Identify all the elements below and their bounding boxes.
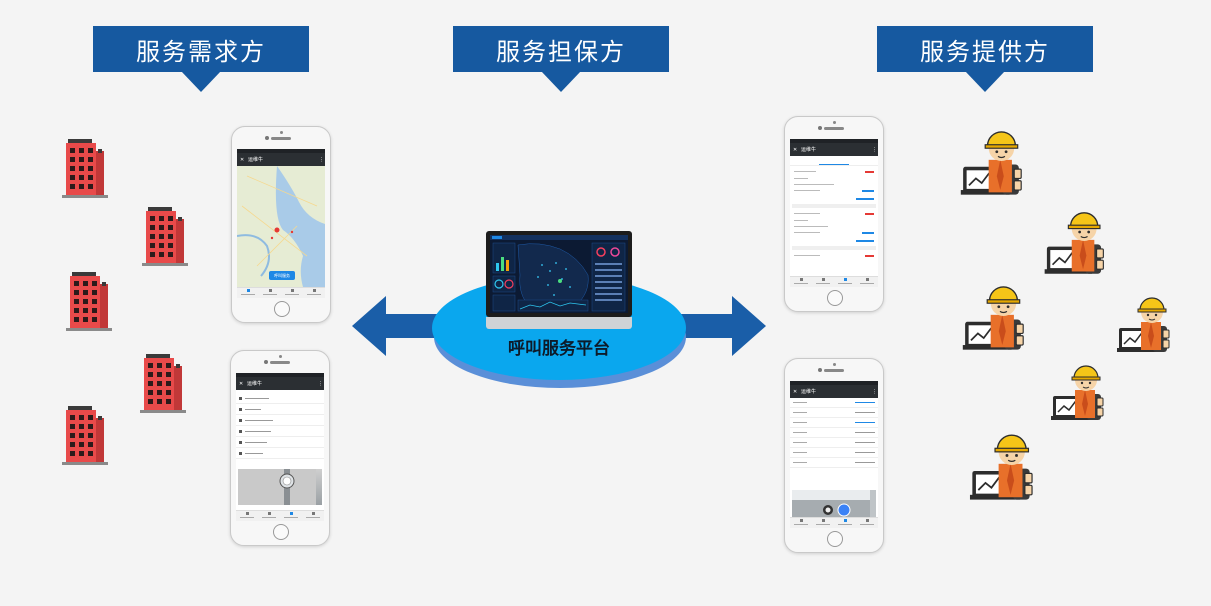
order-card[interactable] [792, 168, 876, 208]
engineer-icon [1116, 297, 1170, 353]
tab-home[interactable] [236, 511, 258, 521]
app-title: 运维牛 [247, 381, 263, 387]
app-title: 运维牛 [801, 147, 817, 153]
menu-item[interactable] [236, 393, 324, 404]
tab-orders[interactable] [280, 511, 302, 521]
detail-row [790, 398, 878, 408]
app-title: 运维牛 [801, 389, 817, 395]
tab-orders[interactable] [834, 277, 856, 287]
detail-row [790, 428, 878, 438]
bottom-tab-bar [790, 276, 878, 287]
detail-row [790, 458, 878, 468]
tab-profile[interactable] [303, 288, 325, 298]
phone-screen: ✕ 运维牛 ⋮ 呼叫服务 [237, 149, 325, 298]
home-button[interactable] [274, 301, 290, 317]
equipment-photo [238, 469, 322, 505]
more-icon[interactable]: ⋮ [872, 146, 877, 153]
building-icon [62, 406, 108, 465]
building-icon [142, 207, 188, 266]
engineer-icon [959, 131, 1023, 196]
provider-side-label: 服务提供方 [920, 37, 1050, 66]
engineer-icon [1050, 365, 1104, 421]
dashboard-monitor-icon [486, 231, 632, 331]
detail-row [790, 448, 878, 458]
menu-item[interactable] [236, 437, 324, 448]
menu-item[interactable] [236, 426, 324, 437]
order-card[interactable] [792, 210, 876, 250]
close-icon[interactable]: ✕ [793, 146, 798, 153]
detail-row [790, 438, 878, 448]
menu-item[interactable] [236, 415, 324, 426]
guarantee-side-banner: 服务担保方 [453, 26, 669, 92]
map-view[interactable] [237, 166, 325, 288]
order-tab[interactable] [819, 156, 849, 165]
building-icon [66, 272, 112, 331]
left-arrow [352, 296, 442, 356]
home-button[interactable] [273, 524, 289, 540]
phone-screen: ✕ 运维牛 ⋮ [790, 381, 878, 528]
demand-side-banner: 服务需求方 [93, 26, 309, 92]
tab-home[interactable] [790, 277, 812, 287]
home-button[interactable] [827, 290, 843, 306]
order-card[interactable] [792, 252, 876, 262]
home-button[interactable] [827, 531, 843, 547]
phone-screen: ✕ 运维牛 ⋮ [236, 373, 324, 521]
tab-service[interactable] [259, 288, 281, 298]
bottom-tab-bar [237, 287, 325, 298]
order-tabs [790, 156, 878, 166]
phone-map-app: ✕ 运维牛 ⋮ 呼叫服务 [231, 126, 331, 323]
building-icon [140, 354, 186, 413]
tab-home[interactable] [237, 288, 259, 298]
engineer-icon [969, 434, 1033, 501]
equipment-photo [792, 490, 876, 522]
building-icon [62, 139, 108, 198]
tab-profile[interactable] [302, 511, 324, 521]
tab-service[interactable] [812, 277, 834, 287]
tab-orders[interactable] [834, 518, 856, 528]
demand-side-label: 服务需求方 [136, 37, 266, 66]
close-icon[interactable]: ✕ [239, 380, 244, 387]
provider-side-banner: 服务提供方 [877, 26, 1093, 92]
order-tab[interactable] [849, 156, 878, 165]
menu-item[interactable] [236, 448, 324, 459]
tab-profile[interactable] [856, 518, 878, 528]
phone-detail-app: ✕ 运维牛 ⋮ [784, 358, 884, 553]
tab-service[interactable] [812, 518, 834, 528]
more-icon[interactable]: ⋮ [872, 388, 877, 395]
close-icon[interactable]: ✕ [793, 388, 798, 395]
guarantee-side-label: 服务担保方 [496, 37, 626, 66]
phone-screen: ✕ 运维牛 ⋮ [790, 139, 878, 287]
app-title: 运维牛 [248, 157, 264, 163]
close-icon[interactable]: ✕ [240, 156, 245, 163]
tab-orders[interactable] [281, 288, 303, 298]
platform-label: 呼叫服务平台 [508, 339, 610, 359]
more-icon[interactable]: ⋮ [319, 156, 324, 163]
bottom-tab-bar [790, 517, 878, 528]
phone-orders-app: ✕ 运维牛 ⋮ [784, 116, 884, 312]
detail-row [790, 408, 878, 418]
more-icon[interactable]: ⋮ [318, 380, 323, 387]
dashboard-screen [490, 235, 628, 313]
call-service-button[interactable]: 呼叫服务 [269, 271, 295, 280]
tab-service[interactable] [258, 511, 280, 521]
phone-menu-app: ✕ 运维牛 ⋮ [230, 350, 330, 546]
tab-profile[interactable] [856, 277, 878, 287]
order-tab[interactable] [790, 156, 819, 165]
tab-home[interactable] [790, 518, 812, 528]
bottom-tab-bar [236, 510, 324, 521]
detail-row [790, 418, 878, 428]
engineer-icon [961, 286, 1025, 351]
right-arrow [676, 296, 766, 356]
menu-item[interactable] [236, 404, 324, 415]
engineer-icon [1043, 211, 1105, 275]
